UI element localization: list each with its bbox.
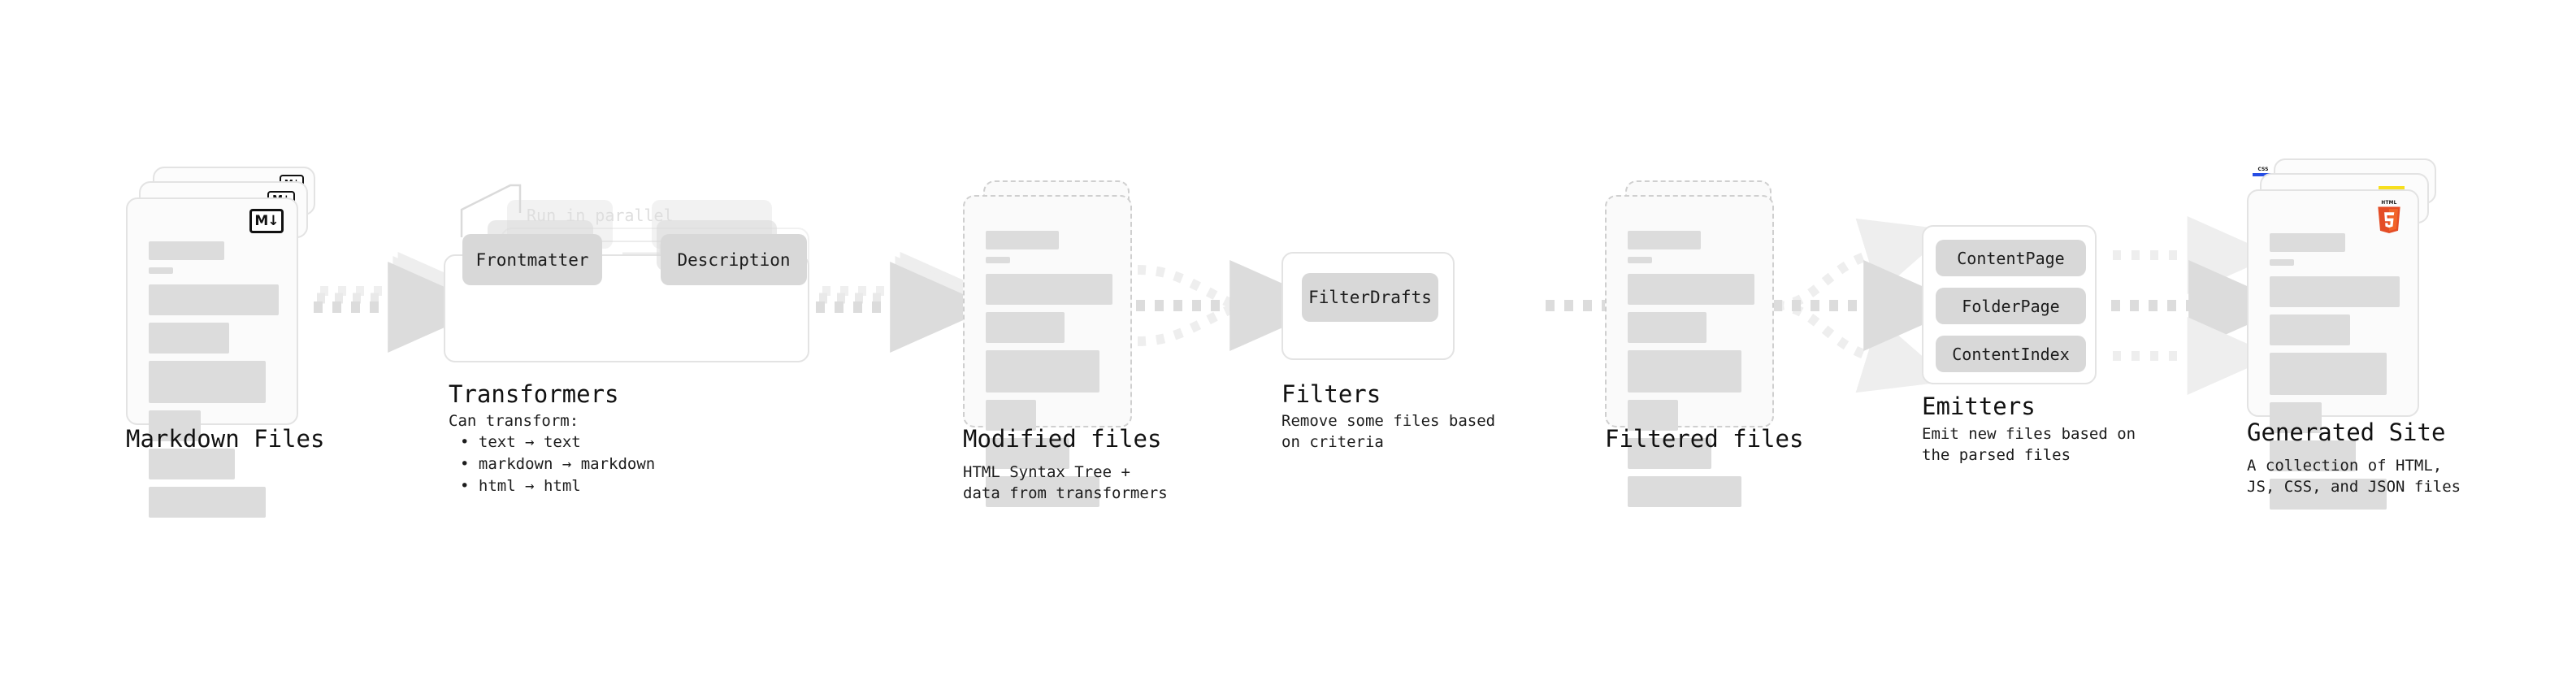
filtered-placeholder-lines [1628, 231, 1754, 514]
modified-files-title: Modified files [963, 425, 1162, 453]
filterdrafts-pill[interactable]: FilterDrafts [1302, 273, 1438, 322]
modified-placeholder-lines [986, 231, 1112, 514]
run-in-parallel-label: Run in parallel [527, 206, 674, 225]
emitters-box: ContentPage FolderPage ContentIndex [1922, 225, 2097, 384]
css-logo-text: CSS [2257, 167, 2269, 172]
connector-emitters-to-site [2111, 216, 2292, 395]
filters-subtitle: Remove some files based on criteria [1281, 412, 1496, 451]
css-logo-bar [2253, 173, 2274, 176]
generated-site-stack: CSS HTML [2247, 158, 2442, 510]
transformers-bullet-0: • text → text [460, 433, 581, 451]
modified-sheet-front [963, 195, 1132, 507]
generated-site-subtitle: A collection of HTML, JS, CSS, and JSON … [2247, 457, 2461, 496]
frontmatter-pill[interactable]: Frontmatter [462, 234, 602, 285]
site-sheet-front: HTML [2247, 189, 2419, 510]
markdown-placeholder-lines [149, 241, 279, 525]
contentindex-pill[interactable]: ContentIndex [1936, 336, 2086, 372]
contentindex-pill-label: ContentIndex [1952, 344, 2070, 364]
folderpage-pill[interactable]: FolderPage [1936, 288, 2086, 324]
modified-files-subtitle: HTML Syntax Tree + data from transformer… [963, 463, 1168, 502]
markdown-sheet-front: M↓ [126, 197, 298, 518]
folderpage-pill-label: FolderPage [1962, 296, 2060, 316]
html5-logo-icon: HTML [2378, 201, 2400, 233]
emitters-subtitle: Emit new files based on the parsed files [1922, 425, 2136, 464]
filtered-files-stack [1605, 180, 1784, 507]
transformers-bullet-1: • markdown → markdown [460, 455, 656, 473]
description-pill[interactable]: Description [661, 234, 807, 285]
filtered-sheet-front [1605, 195, 1774, 507]
description-pill-label: Description [677, 249, 791, 270]
filterdrafts-pill-label: FilterDrafts [1308, 288, 1432, 307]
generated-site-title: Generated Site [2247, 419, 2446, 446]
filtered-files-title: Filtered files [1605, 425, 1804, 453]
site-placeholder-lines [2270, 233, 2400, 517]
connector-filtered-to-emitters [1773, 218, 1967, 393]
transformers-bullet-2: • html → html [460, 477, 581, 495]
markdown-files-title: Markdown Files [126, 425, 325, 453]
transformers-subtitle: Can transform: [449, 412, 579, 430]
markdown-files-stack: M↓ M↓ M↓ [126, 167, 321, 518]
emitters-title: Emitters [1922, 393, 2036, 420]
modified-files-stack [963, 180, 1142, 507]
svg-text:HTML: HTML [2381, 201, 2396, 206]
css-logo-icon: CSS [2253, 167, 2274, 177]
filters-box: FilterDrafts [1281, 252, 1455, 360]
transformers-title: Transformers [449, 380, 619, 408]
transformers-group: Frontmatter Description [439, 200, 829, 370]
contentpage-pill[interactable]: ContentPage [1936, 240, 2086, 276]
connector-md-to-transformers [314, 252, 491, 353]
markdown-logo-icon: M↓ [249, 209, 284, 233]
contentpage-pill-label: ContentPage [1957, 248, 2065, 268]
connector-modified-to-filters [1136, 260, 1333, 351]
frontmatter-pill-label: Frontmatter [475, 249, 589, 270]
filters-title: Filters [1281, 380, 1381, 408]
